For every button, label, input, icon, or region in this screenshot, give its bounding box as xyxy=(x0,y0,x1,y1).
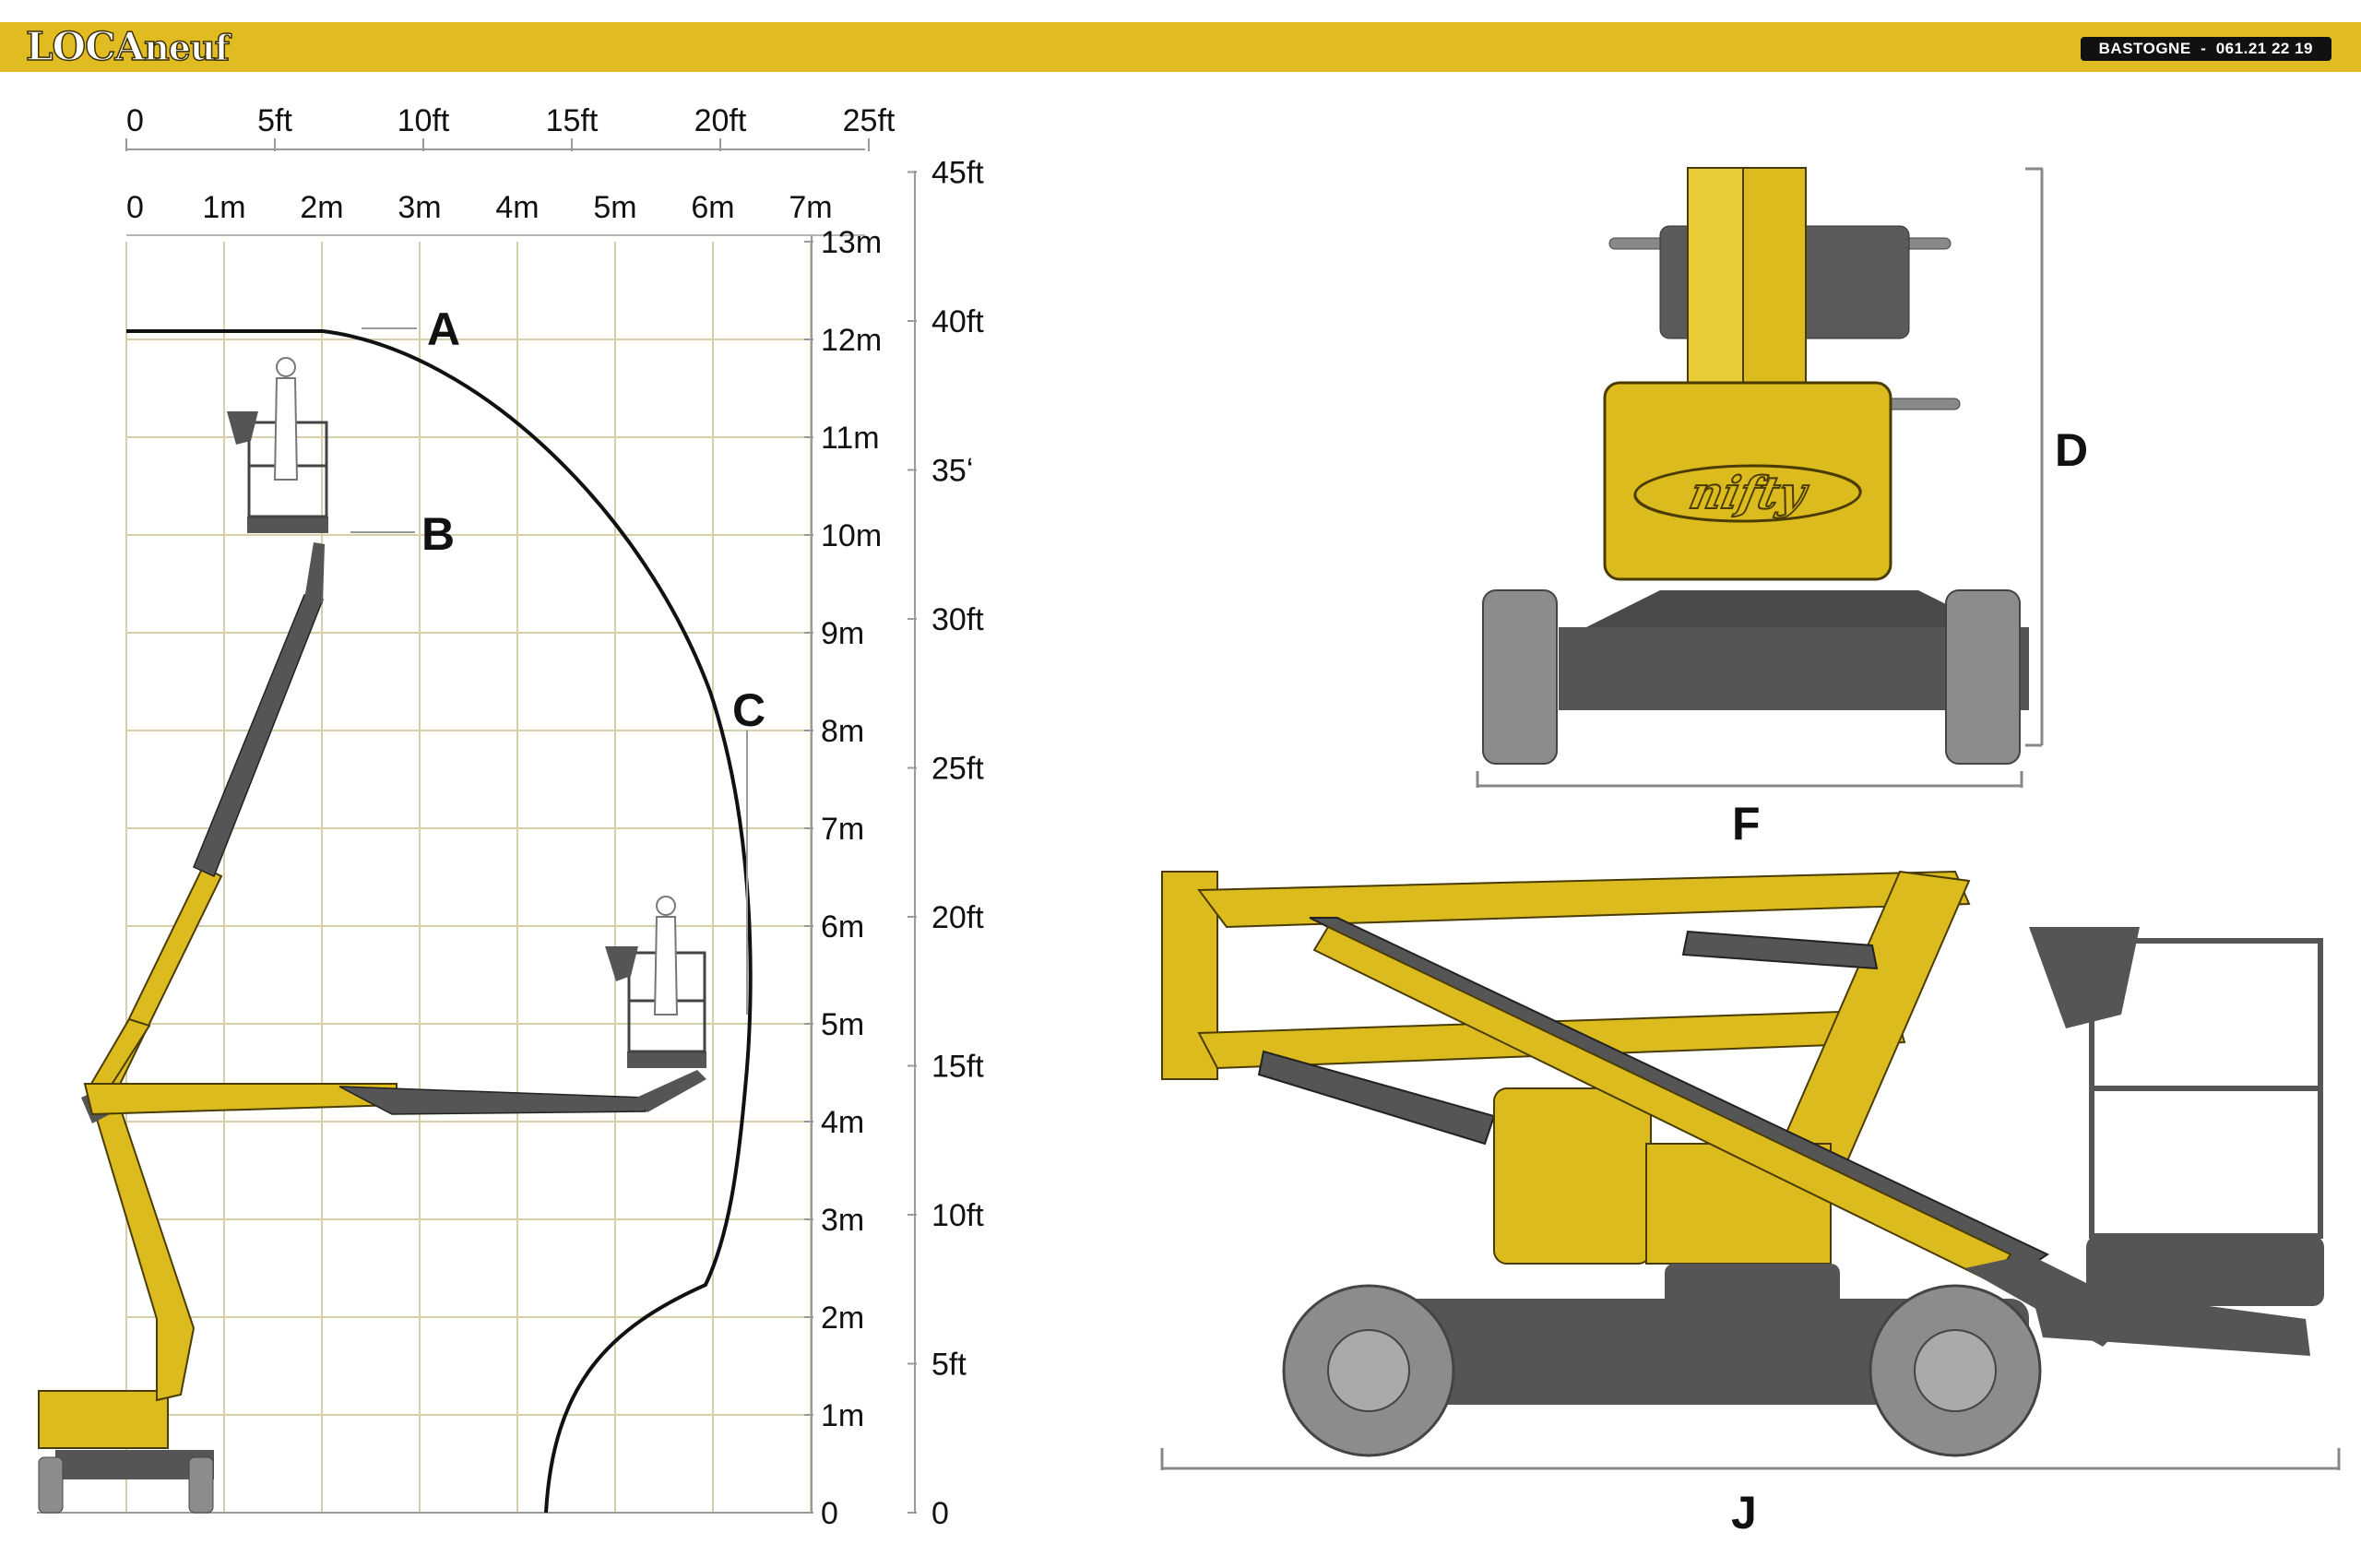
machine-front-view: nifty D F xyxy=(1476,167,2088,849)
label-b: B xyxy=(421,508,455,560)
m-right-tick-label: 1m xyxy=(821,1398,864,1433)
upper-boom-side xyxy=(1197,870,1971,929)
nifty-logo-text: nifty xyxy=(1685,467,1813,518)
turret xyxy=(38,1390,169,1449)
ft-top-tick-label: 10ft xyxy=(397,103,450,138)
m-ruler-top-ticks: 0 1m 2m 3m 4m 5m 6m 7m xyxy=(126,190,833,225)
m-axis-right-ticks: 0 1m 2m 3m 4m 5m 6m 7m 8m 9m 10m 11m 12m 13m xyxy=(804,225,882,1531)
m-right-tick-label: 3m xyxy=(821,1203,864,1238)
lower-boom xyxy=(94,1105,196,1402)
m-right-tick-label: 13m xyxy=(821,225,882,260)
ft-right-tick-label: 45ft xyxy=(931,156,984,191)
m-top-tick-label: 2m xyxy=(300,190,343,225)
chassis-side xyxy=(1328,1299,2029,1405)
worker-low xyxy=(656,896,676,916)
ft-ruler-top-ticks: 0 5ft 10ft 15ft 20ft 25ft xyxy=(125,103,896,151)
m-top-tick-label: 5m xyxy=(593,190,636,225)
m-right-tick-label: 5m xyxy=(821,1007,864,1042)
m-right-tick-label: 10m xyxy=(821,518,882,553)
ft-top-tick-label: 20ft xyxy=(694,103,747,138)
wheel-front xyxy=(188,1456,214,1514)
ft-right-tick-label: 35ʻ xyxy=(931,454,973,489)
working-envelope-curve xyxy=(126,329,753,1514)
cylinder-lower xyxy=(1257,1050,1496,1146)
turret-side xyxy=(1493,1087,1652,1265)
ft-top-tick-label: 15ft xyxy=(546,103,599,138)
jib xyxy=(304,542,325,604)
wheel-right xyxy=(1945,589,2021,765)
m-right-tick-label: 7m xyxy=(821,812,864,847)
ft-right-tick-label: 20ft xyxy=(931,900,984,935)
ft-top-tick-label: 5ft xyxy=(257,103,292,138)
label-d: D xyxy=(2055,424,2088,476)
ft-right-tick-label: 25ft xyxy=(931,752,984,787)
control-box-high xyxy=(227,411,258,445)
ft-right-tick-label: 5ft xyxy=(931,1348,967,1383)
m-right-tick-label: 0 xyxy=(821,1496,838,1531)
ft-right-tick-label: 0 xyxy=(931,1496,949,1531)
ft-right-tick-label: 40ft xyxy=(931,304,984,339)
contact-badge: BASTOGNE - 061.21 22 19 xyxy=(2080,37,2331,61)
m-right-tick-label: 4m xyxy=(821,1105,864,1140)
telescope-boom xyxy=(193,594,325,878)
basket-floor-high xyxy=(247,517,328,533)
m-right-tick-label: 9m xyxy=(821,616,864,651)
m-right-tick-label: 11m xyxy=(821,421,880,456)
m-top-tick-label: 6m xyxy=(691,190,734,225)
label-j: J xyxy=(1731,1487,1757,1538)
m-top-tick-label: 3m xyxy=(397,190,441,225)
m-top-tick-label: 0 xyxy=(126,190,144,225)
ft-top-tick-label: 25ft xyxy=(843,103,896,138)
brand-logo: LOCAneuf xyxy=(25,24,230,70)
chassis xyxy=(55,1450,214,1479)
m-right-tick-label: 6m xyxy=(821,909,864,944)
control-box-side xyxy=(2029,927,2140,1028)
basket-floor-side xyxy=(2086,1236,2324,1306)
m-top-tick-label: 4m xyxy=(495,190,539,225)
ft-top-tick-label: 0 xyxy=(126,103,144,138)
ft-axis-right-ticks: 0 5ft 10ft 15ft 20ft 25ft 30ft 35ʻ 40ft 45ft xyxy=(908,156,984,1531)
header-bar: LOCAneuf BASTOGNE - 061.21 22 19 xyxy=(0,22,2361,72)
brand-logo-part1: LOCA xyxy=(25,24,146,70)
label-c: C xyxy=(732,684,765,736)
m-top-tick-label: 7m xyxy=(789,190,832,225)
basket-floor-low xyxy=(627,1051,706,1068)
ft-right-tick-label: 10ft xyxy=(931,1198,984,1233)
control-box-low xyxy=(605,946,638,981)
outreach-telescope xyxy=(338,1086,647,1115)
machine-side-small xyxy=(38,357,706,1514)
wheel-left xyxy=(1482,589,1558,765)
label-f: F xyxy=(1732,798,1761,849)
machine-side-view: J xyxy=(1160,870,2341,1538)
label-a: A xyxy=(427,303,460,355)
range-grid xyxy=(125,242,812,1514)
m-top-tick-label: 1m xyxy=(202,190,245,225)
worker-high xyxy=(276,357,296,377)
cylinder-upper xyxy=(1681,930,1879,970)
ft-right-tick-label: 15ft xyxy=(931,1050,984,1085)
wheel-rear xyxy=(38,1456,64,1514)
m-right-tick-label: 8m xyxy=(821,714,864,749)
m-right-tick-label: 12m xyxy=(821,323,882,358)
chassis-front xyxy=(1559,627,2029,710)
ft-right-tick-label: 30ft xyxy=(931,602,984,637)
brand-logo-part2: neuf xyxy=(143,26,230,69)
m-right-tick-label: 2m xyxy=(821,1301,864,1336)
nifty-logo: nifty xyxy=(1633,464,1862,523)
turret-front xyxy=(1603,381,1892,581)
